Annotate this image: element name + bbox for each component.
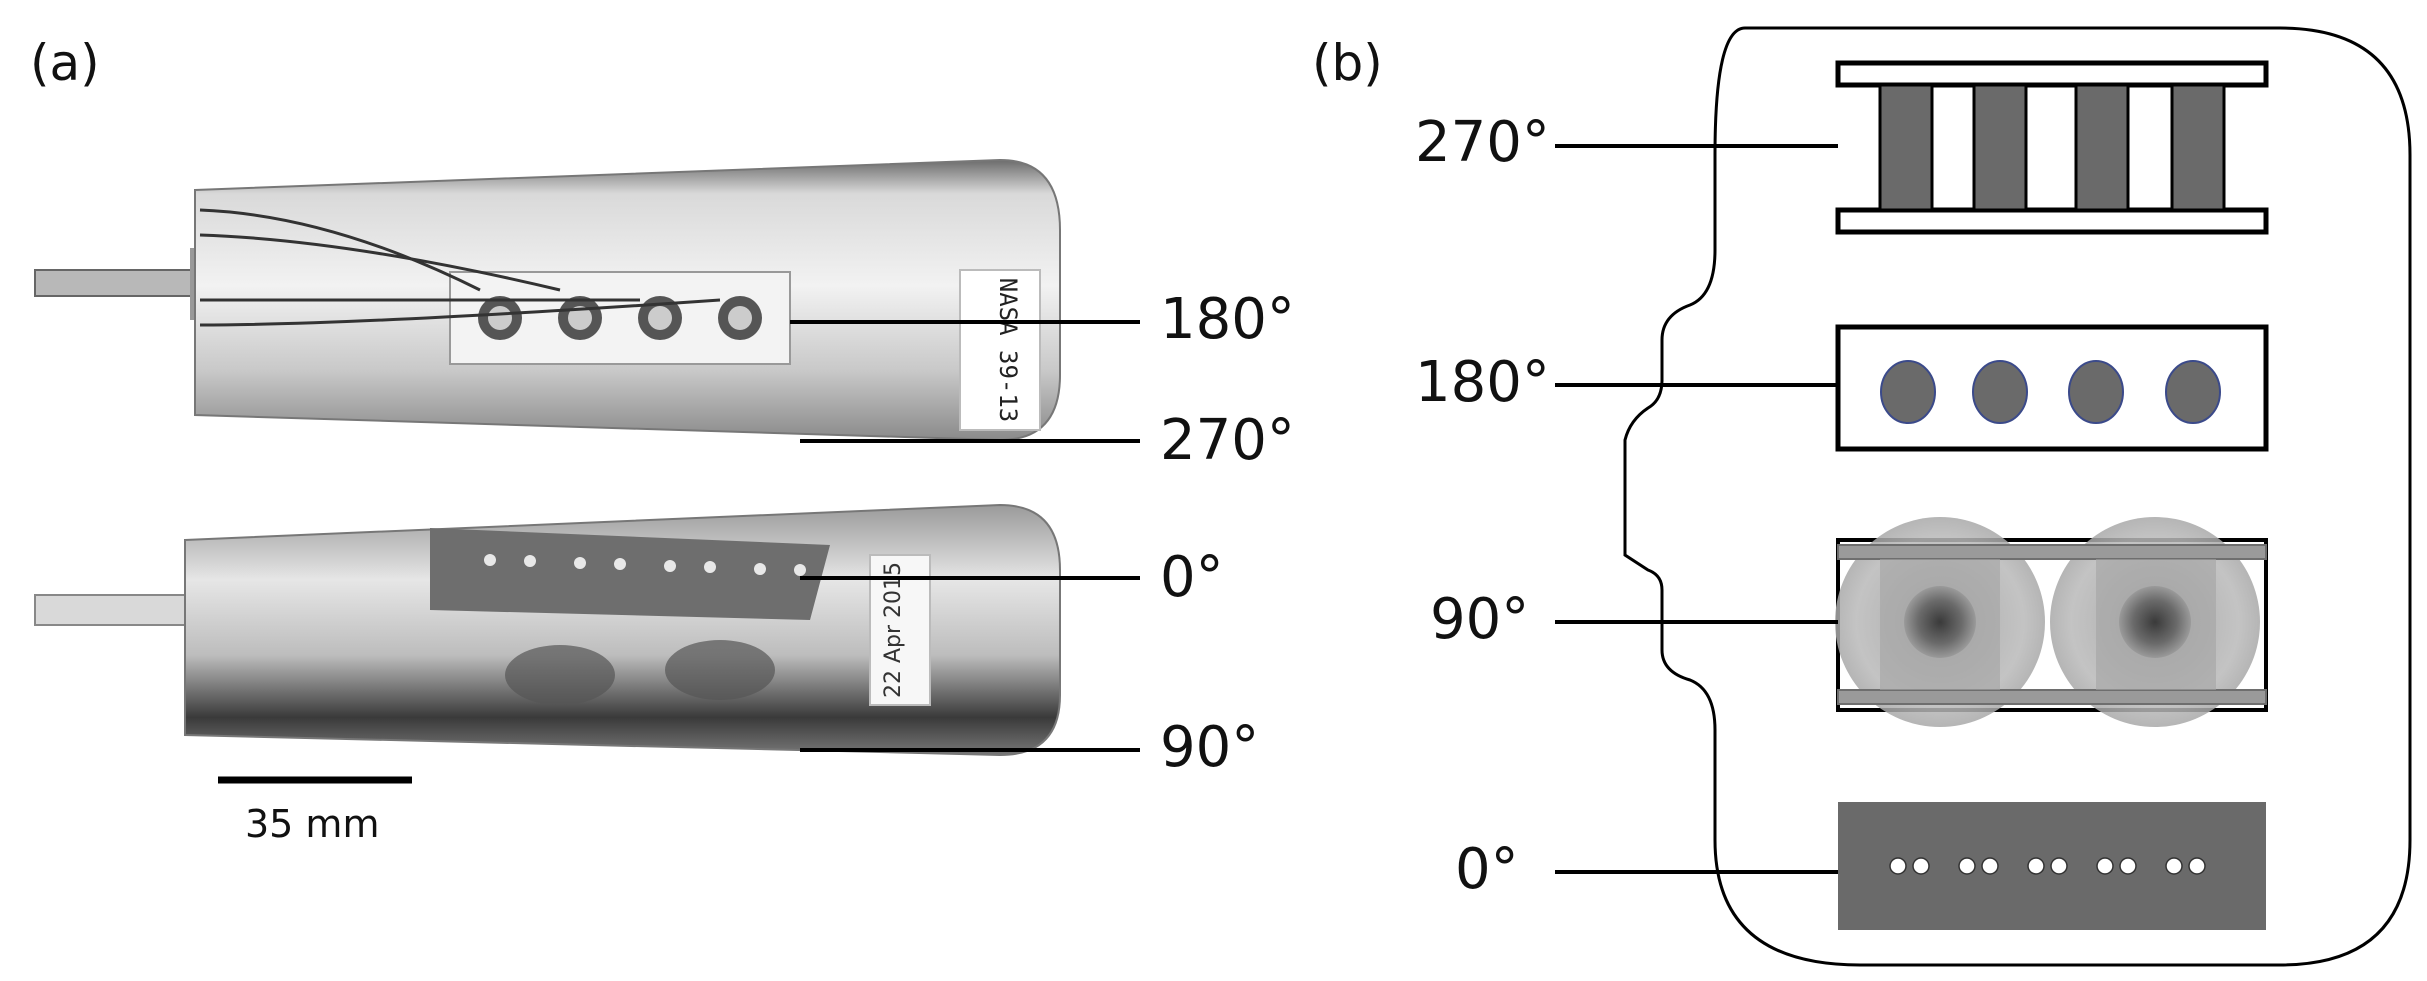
schematic-270	[1835, 60, 2269, 235]
schematic-outline	[1623, 26, 2412, 967]
photo-angle-90: 90°	[1160, 715, 1260, 780]
panel-a-label: (a)	[30, 34, 100, 92]
tube-bottom-tag-text: 22 Apr 2015	[881, 562, 906, 698]
tube-bottom: 22 Apr 2015	[34, 503, 1061, 757]
schematic-angle-90: 90°	[1430, 587, 1530, 652]
schematic-angle-270: 270°	[1415, 110, 1550, 175]
schematic-0	[1838, 802, 2266, 930]
photo-angle-180: 180°	[1160, 287, 1295, 352]
photo-angle-0: 0°	[1160, 545, 1224, 610]
schematic-angle-0: 0°	[1455, 837, 1519, 902]
schematic-180	[1835, 324, 2269, 452]
scale-bar-label: 35 mm	[245, 802, 380, 846]
tube-top-tag-text: NASA 39-13	[994, 278, 1022, 423]
photo-angle-270: 270°	[1160, 408, 1295, 473]
schematic-90	[1835, 517, 2268, 727]
tube-top: NASA 39-13	[34, 158, 1061, 442]
schematic-angle-180: 180°	[1415, 350, 1550, 415]
panel-b-label: (b)	[1312, 34, 1383, 92]
